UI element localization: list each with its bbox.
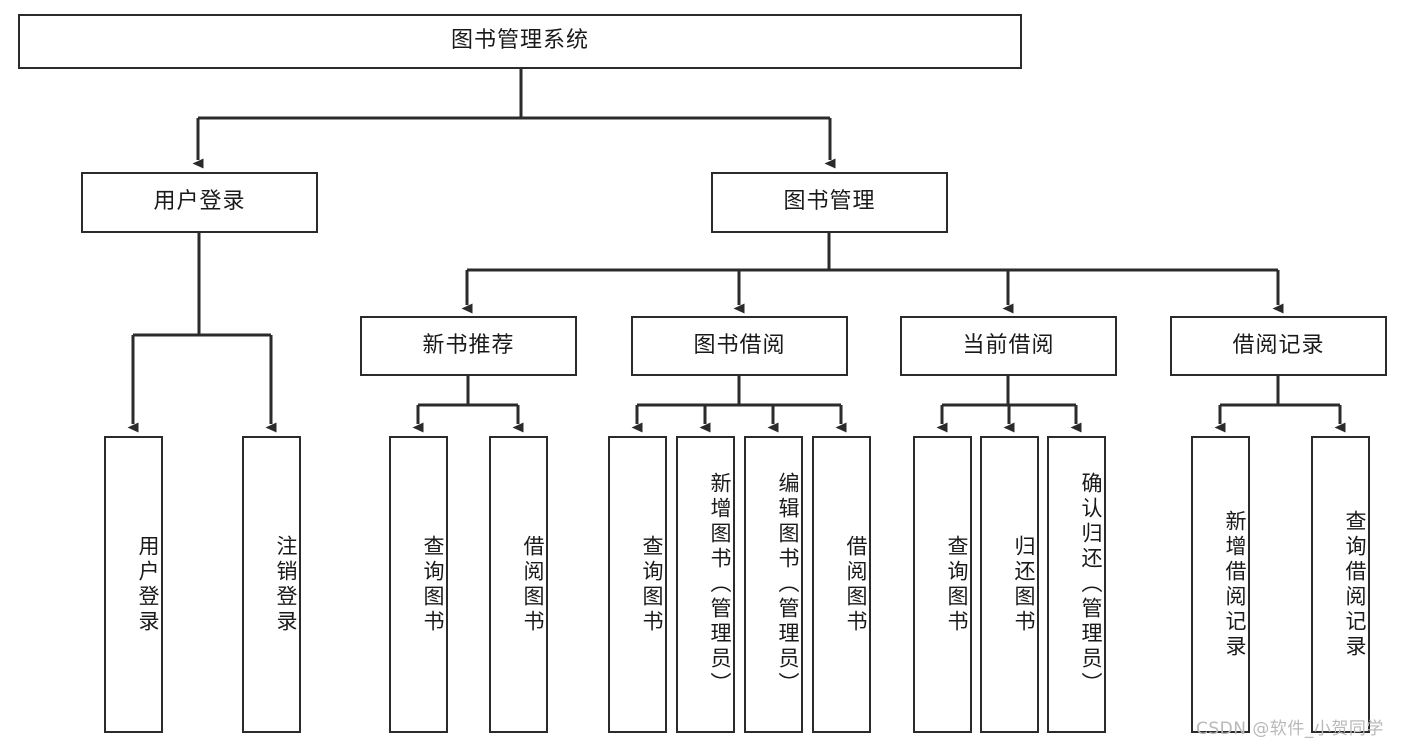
leaf-borrow-book-recommend[interactable]: 借阅图书 [489,436,548,733]
node-label: 查询图书 [421,534,445,635]
node-label: 注销登录 [274,534,298,635]
watermark-csdn: CSDN @软件_小贺同学 [1196,719,1384,739]
node-label: 用户登录 [153,189,246,215]
node-label: 查询图书 [945,534,969,635]
node-label: 编辑图书（管理员） [776,472,800,697]
node-user-login[interactable]: 用户登录 [81,172,318,233]
node-label: 归还图书 [1012,534,1036,635]
node-root-book-management-system[interactable]: 图书管理系统 [18,14,1022,69]
node-label: 当前借阅 [962,332,1055,358]
leaf-query-borrow-record[interactable]: 查询借阅记录 [1311,436,1370,733]
leaf-query-book-borrow[interactable]: 查询图书 [608,436,667,733]
node-label: 图书管理系统 [450,28,589,54]
node-label: 查询借阅记录 [1343,509,1367,660]
node-borrow-records[interactable]: 借阅记录 [1170,316,1387,376]
leaf-logout[interactable]: 注销登录 [242,436,301,733]
node-label: 用户登录 [136,534,160,635]
node-label: 图书借阅 [693,332,786,358]
node-book-management[interactable]: 图书管理 [711,172,948,233]
node-label: 借阅图书 [521,534,545,635]
leaf-user-login[interactable]: 用户登录 [104,436,163,733]
leaf-borrow-book[interactable]: 借阅图书 [812,436,871,733]
leaf-add-book-admin[interactable]: 新增图书（管理员） [676,436,735,733]
node-label: 查询图书 [640,534,664,635]
node-label: 新书推荐 [422,332,515,358]
node-label: 新增借阅记录 [1223,509,1247,660]
node-label: 图书管理 [783,189,876,215]
node-label: 借阅图书 [844,534,868,635]
leaf-edit-book-admin[interactable]: 编辑图书（管理员） [744,436,803,733]
leaf-add-borrow-record[interactable]: 新增借阅记录 [1191,436,1250,733]
leaf-confirm-return-admin[interactable]: 确认归还（管理员） [1047,436,1106,733]
node-label: 借阅记录 [1232,332,1325,358]
node-book-borrow[interactable]: 图书借阅 [631,316,848,376]
leaf-return-book[interactable]: 归还图书 [980,436,1039,733]
leaf-query-book-recommend[interactable]: 查询图书 [389,436,448,733]
node-new-book-recommend[interactable]: 新书推荐 [360,316,577,376]
node-label: 确认归还（管理员） [1079,472,1103,697]
leaf-query-book-current[interactable]: 查询图书 [913,436,972,733]
node-label: 新增图书（管理员） [708,472,732,697]
node-current-borrow[interactable]: 当前借阅 [900,316,1117,376]
